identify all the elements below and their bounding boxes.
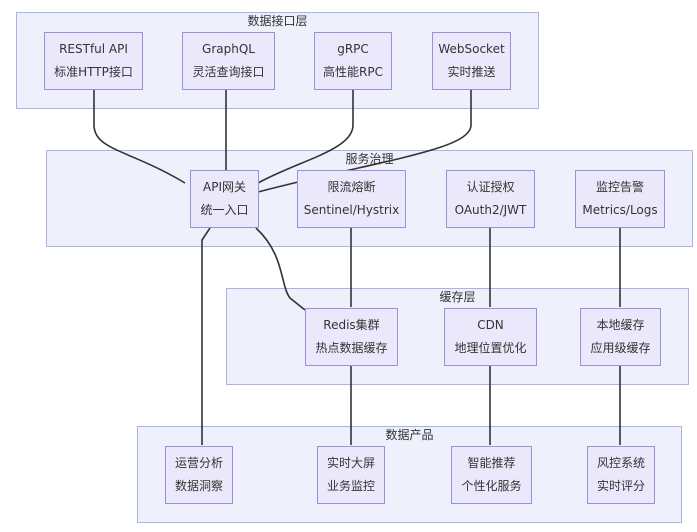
node-ops-analysis-desc: 数据洞察 — [174, 479, 223, 493]
node-websocket-desc: 实时推送 — [447, 65, 496, 79]
node-graphql-desc: 灵活查询接口 — [192, 65, 265, 79]
node-grpc-desc: 高性能RPC — [323, 65, 383, 79]
node-graphql-title: GraphQL — [202, 42, 255, 56]
node-redis-title: Redis集群 — [323, 318, 380, 332]
node-api-gateway-desc: 统一入口 — [200, 203, 249, 217]
node-rate-limit-desc: Sentinel/Hystrix — [303, 203, 400, 217]
node-realtime-screen-desc: 业务监控 — [326, 479, 375, 493]
node-websocket[interactable]: WebSocket 实时推送 — [432, 32, 511, 90]
node-cdn-title: CDN — [477, 318, 504, 332]
node-recommend[interactable]: 智能推荐 个性化服务 — [451, 446, 532, 504]
node-realtime-screen[interactable]: 实时大屏 业务监控 — [317, 446, 385, 504]
node-rate-limit[interactable]: 限流熔断 Sentinel/Hystrix — [297, 170, 406, 228]
node-cdn-desc: 地理位置优化 — [454, 341, 527, 355]
node-local-cache-title: 本地缓存 — [596, 318, 645, 332]
node-cdn[interactable]: CDN 地理位置优化 — [444, 308, 537, 366]
edge-gateway-ops — [201, 227, 211, 445]
node-risk-control-title: 风控系统 — [596, 456, 645, 470]
node-redis[interactable]: Redis集群 热点数据缓存 — [305, 308, 398, 366]
node-restful-api-desc: 标准HTTP接口 — [54, 65, 133, 79]
node-api-gateway[interactable]: API网关 统一入口 — [190, 170, 259, 228]
node-recommend-title: 智能推荐 — [467, 456, 516, 470]
node-risk-control[interactable]: 风控系统 实时评分 — [587, 446, 655, 504]
node-monitor-desc: Metrics/Logs — [582, 203, 658, 217]
data-interface-layer-title: 数据接口层 — [247, 14, 308, 28]
node-realtime-screen-title: 实时大屏 — [326, 456, 375, 470]
node-graphql[interactable]: GraphQL 灵活查询接口 — [182, 32, 275, 90]
node-local-cache-desc: 应用级缓存 — [590, 341, 651, 355]
node-grpc-title: gRPC — [337, 42, 369, 56]
cache-layer-title: 缓存层 — [439, 290, 476, 304]
node-websocket-title: WebSocket — [438, 42, 505, 56]
service-governance-layer-title: 服务治理 — [345, 152, 394, 166]
node-risk-control-desc: 实时评分 — [596, 479, 645, 493]
node-local-cache[interactable]: 本地缓存 应用级缓存 — [580, 308, 661, 366]
node-grpc[interactable]: gRPC 高性能RPC — [314, 32, 392, 90]
node-auth-title: 认证授权 — [466, 180, 515, 194]
node-monitor-title: 监控告警 — [595, 180, 644, 194]
node-auth[interactable]: 认证授权 OAuth2/JWT — [446, 170, 535, 228]
node-monitor[interactable]: 监控告警 Metrics/Logs — [575, 170, 665, 228]
node-redis-desc: 热点数据缓存 — [315, 341, 388, 355]
node-restful-api-title: RESTful API — [59, 42, 128, 56]
node-auth-desc: OAuth2/JWT — [454, 203, 527, 217]
node-recommend-desc: 个性化服务 — [461, 479, 522, 493]
node-rate-limit-title: 限流熔断 — [327, 180, 376, 194]
node-ops-analysis-title: 运营分析 — [174, 456, 223, 470]
node-ops-analysis[interactable]: 运营分析 数据洞察 — [165, 446, 233, 504]
node-restful-api[interactable]: RESTful API 标准HTTP接口 — [44, 32, 143, 90]
node-api-gateway-title: API网关 — [203, 180, 246, 194]
data-product-layer-title: 数据产品 — [385, 428, 434, 442]
